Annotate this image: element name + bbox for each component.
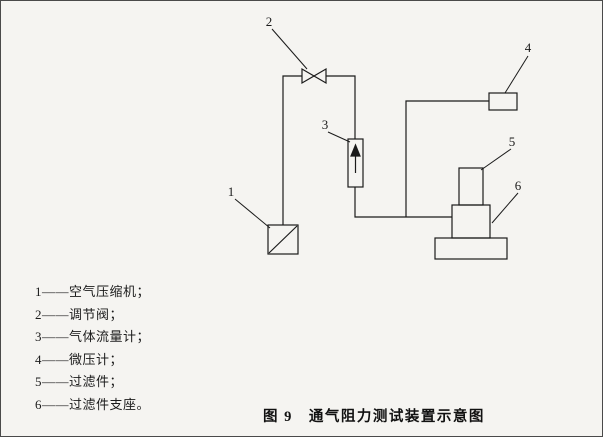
legend-item-compressor: 1——空气压缩机； [35, 284, 151, 299]
legend-item-flowmeter: 3——气体流量计； [35, 329, 151, 344]
pipe-flowmeter-to-support [354, 187, 452, 218]
support-column [451, 204, 491, 239]
leader-manometer [504, 55, 529, 94]
manometer-box [488, 92, 518, 111]
legend-item-valve: 2——调节阀； [35, 306, 124, 322]
leader-compressor [234, 198, 271, 229]
figure-caption: 图 9 通气阻力测试装置示意图 [263, 409, 485, 425]
component-labels: 1 2 3 4 5 6 [228, 14, 532, 199]
leader-flowmeter [327, 131, 351, 143]
label-support: 6 [515, 178, 522, 193]
label-filter: 5 [509, 134, 516, 149]
leader-lines [234, 28, 529, 229]
compressor-diagonal [268, 225, 298, 254]
flowmeter-arrow-head [350, 143, 361, 157]
pipe-valve-to-flowmeter [326, 75, 356, 139]
schematic-diagram: 1 2 3 4 5 6 [228, 14, 532, 260]
leader-filter [480, 148, 512, 171]
valve-left-triangle [301, 67, 316, 85]
label-manometer: 4 [525, 40, 532, 55]
support-base [434, 237, 508, 260]
pipe-compressor-to-valve [282, 75, 302, 225]
label-flowmeter: 3 [322, 117, 329, 132]
label-valve: 2 [266, 14, 273, 29]
pipe-branch-to-manometer [405, 100, 489, 217]
component-shapes [267, 67, 518, 260]
filter-box [458, 167, 484, 206]
legend-item-filter: 5——过滤件； [35, 374, 124, 389]
flowmeter-box [347, 138, 364, 188]
valve-right-triangle [312, 67, 327, 85]
pipe-lines [282, 75, 489, 225]
compressor-box [267, 224, 299, 255]
leader-support [491, 192, 519, 224]
leader-valve [271, 28, 308, 70]
legend-item-support: 6——过滤件支座。 [35, 396, 151, 412]
legend: 1——空气压缩机； 2——调节阀； 3——气体流量计； 4——微压计； 5——过… [35, 281, 150, 416]
label-compressor: 1 [228, 184, 235, 199]
legend-item-manometer: 4——微压计； [35, 351, 124, 367]
